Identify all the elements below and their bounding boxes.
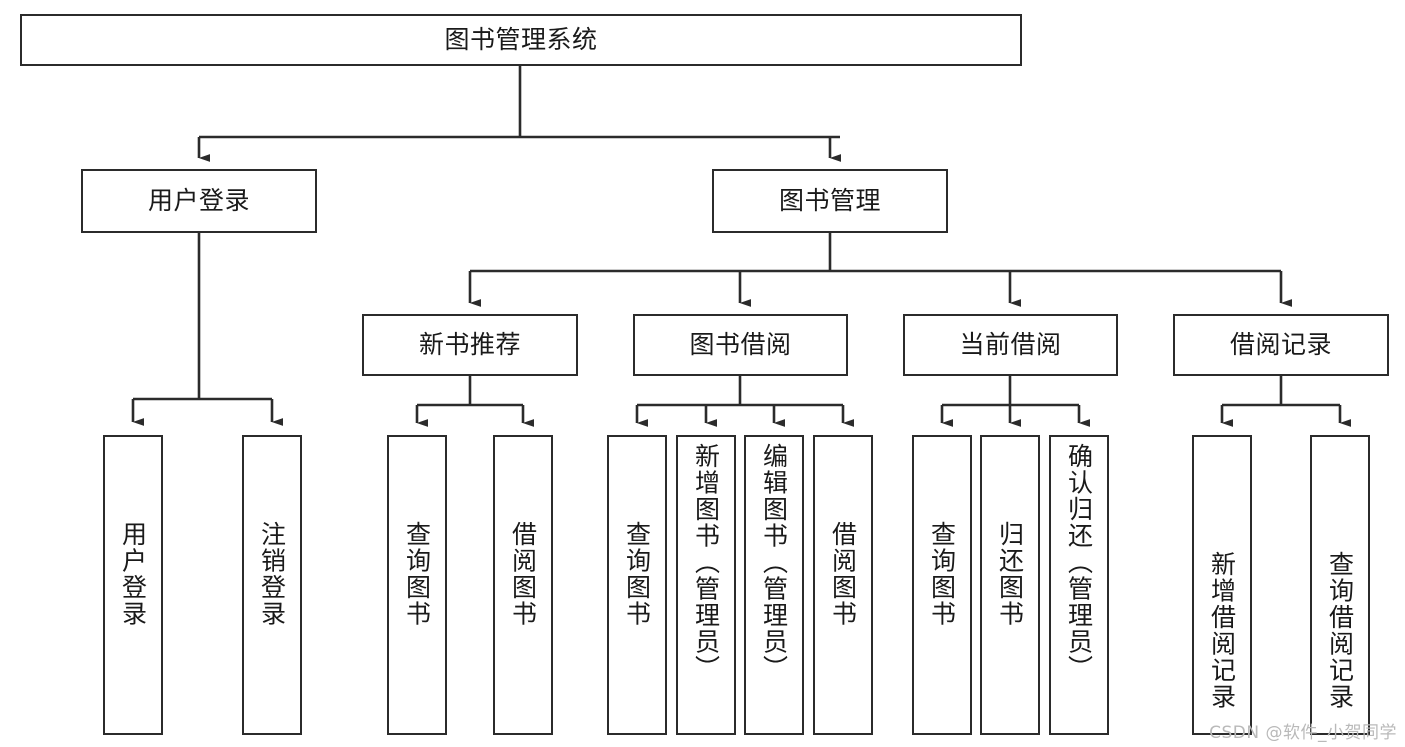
node-current-borrow-label: 当前借阅 xyxy=(959,330,1062,359)
node-leaf-query-book-3-label: 查询图书 xyxy=(927,521,957,627)
node-book-management[interactable]: 图书管理 xyxy=(712,169,948,233)
node-root-label: 图书管理系统 xyxy=(444,25,598,54)
node-leaf-user-login-label: 用户登录 xyxy=(118,521,148,627)
node-leaf-confirm-return-label: 确认归还（管理员） xyxy=(1064,443,1094,682)
node-leaf-edit-book[interactable]: 编辑图书（管理员） xyxy=(744,435,804,735)
node-leaf-borrow-book-2[interactable]: 借阅图书 xyxy=(813,435,873,735)
node-user-login[interactable]: 用户登录 xyxy=(81,169,317,233)
node-book-borrow-label: 图书借阅 xyxy=(689,330,792,359)
node-leaf-query-record[interactable]: 查询借阅记录 xyxy=(1310,435,1370,735)
node-new-book-recommend-label: 新书推荐 xyxy=(418,330,521,359)
node-new-book-recommend[interactable]: 新书推荐 xyxy=(362,314,578,376)
node-leaf-add-book[interactable]: 新增图书（管理员） xyxy=(676,435,736,735)
node-leaf-borrow-book-1[interactable]: 借阅图书 xyxy=(493,435,553,735)
node-user-login-label: 用户登录 xyxy=(147,186,250,215)
node-leaf-return-book[interactable]: 归还图书 xyxy=(980,435,1040,735)
node-leaf-confirm-return[interactable]: 确认归还（管理员） xyxy=(1049,435,1109,735)
node-leaf-logout-login[interactable]: 注销登录 xyxy=(242,435,302,735)
csdn-watermark: CSDN @软件_小贺同学 xyxy=(1209,723,1397,743)
node-leaf-add-book-label: 新增图书（管理员） xyxy=(691,443,721,682)
node-leaf-edit-book-label: 编辑图书（管理员） xyxy=(759,443,789,682)
node-leaf-query-book-3[interactable]: 查询图书 xyxy=(912,435,972,735)
node-borrow-record-label: 借阅记录 xyxy=(1229,330,1332,359)
node-borrow-record[interactable]: 借阅记录 xyxy=(1173,314,1389,376)
node-leaf-borrow-book-2-label: 借阅图书 xyxy=(828,521,858,627)
node-leaf-add-record-label: 新增借阅记录 xyxy=(1207,551,1237,710)
node-leaf-query-book-2-label: 查询图书 xyxy=(622,521,652,627)
node-current-borrow[interactable]: 当前借阅 xyxy=(903,314,1118,376)
node-leaf-query-book-2[interactable]: 查询图书 xyxy=(607,435,667,735)
node-leaf-return-book-label: 归还图书 xyxy=(995,521,1025,627)
node-book-borrow[interactable]: 图书借阅 xyxy=(633,314,848,376)
node-root[interactable]: 图书管理系统 xyxy=(20,14,1022,66)
node-leaf-query-book-1-label: 查询图书 xyxy=(402,521,432,627)
node-leaf-query-book-1[interactable]: 查询图书 xyxy=(387,435,447,735)
node-leaf-query-record-label: 查询借阅记录 xyxy=(1325,551,1355,710)
node-leaf-logout-login-label: 注销登录 xyxy=(257,521,287,627)
node-leaf-user-login[interactable]: 用户登录 xyxy=(103,435,163,735)
node-book-management-label: 图书管理 xyxy=(778,186,881,215)
node-leaf-add-record[interactable]: 新增借阅记录 xyxy=(1192,435,1252,735)
node-leaf-borrow-book-1-label: 借阅图书 xyxy=(508,521,538,627)
